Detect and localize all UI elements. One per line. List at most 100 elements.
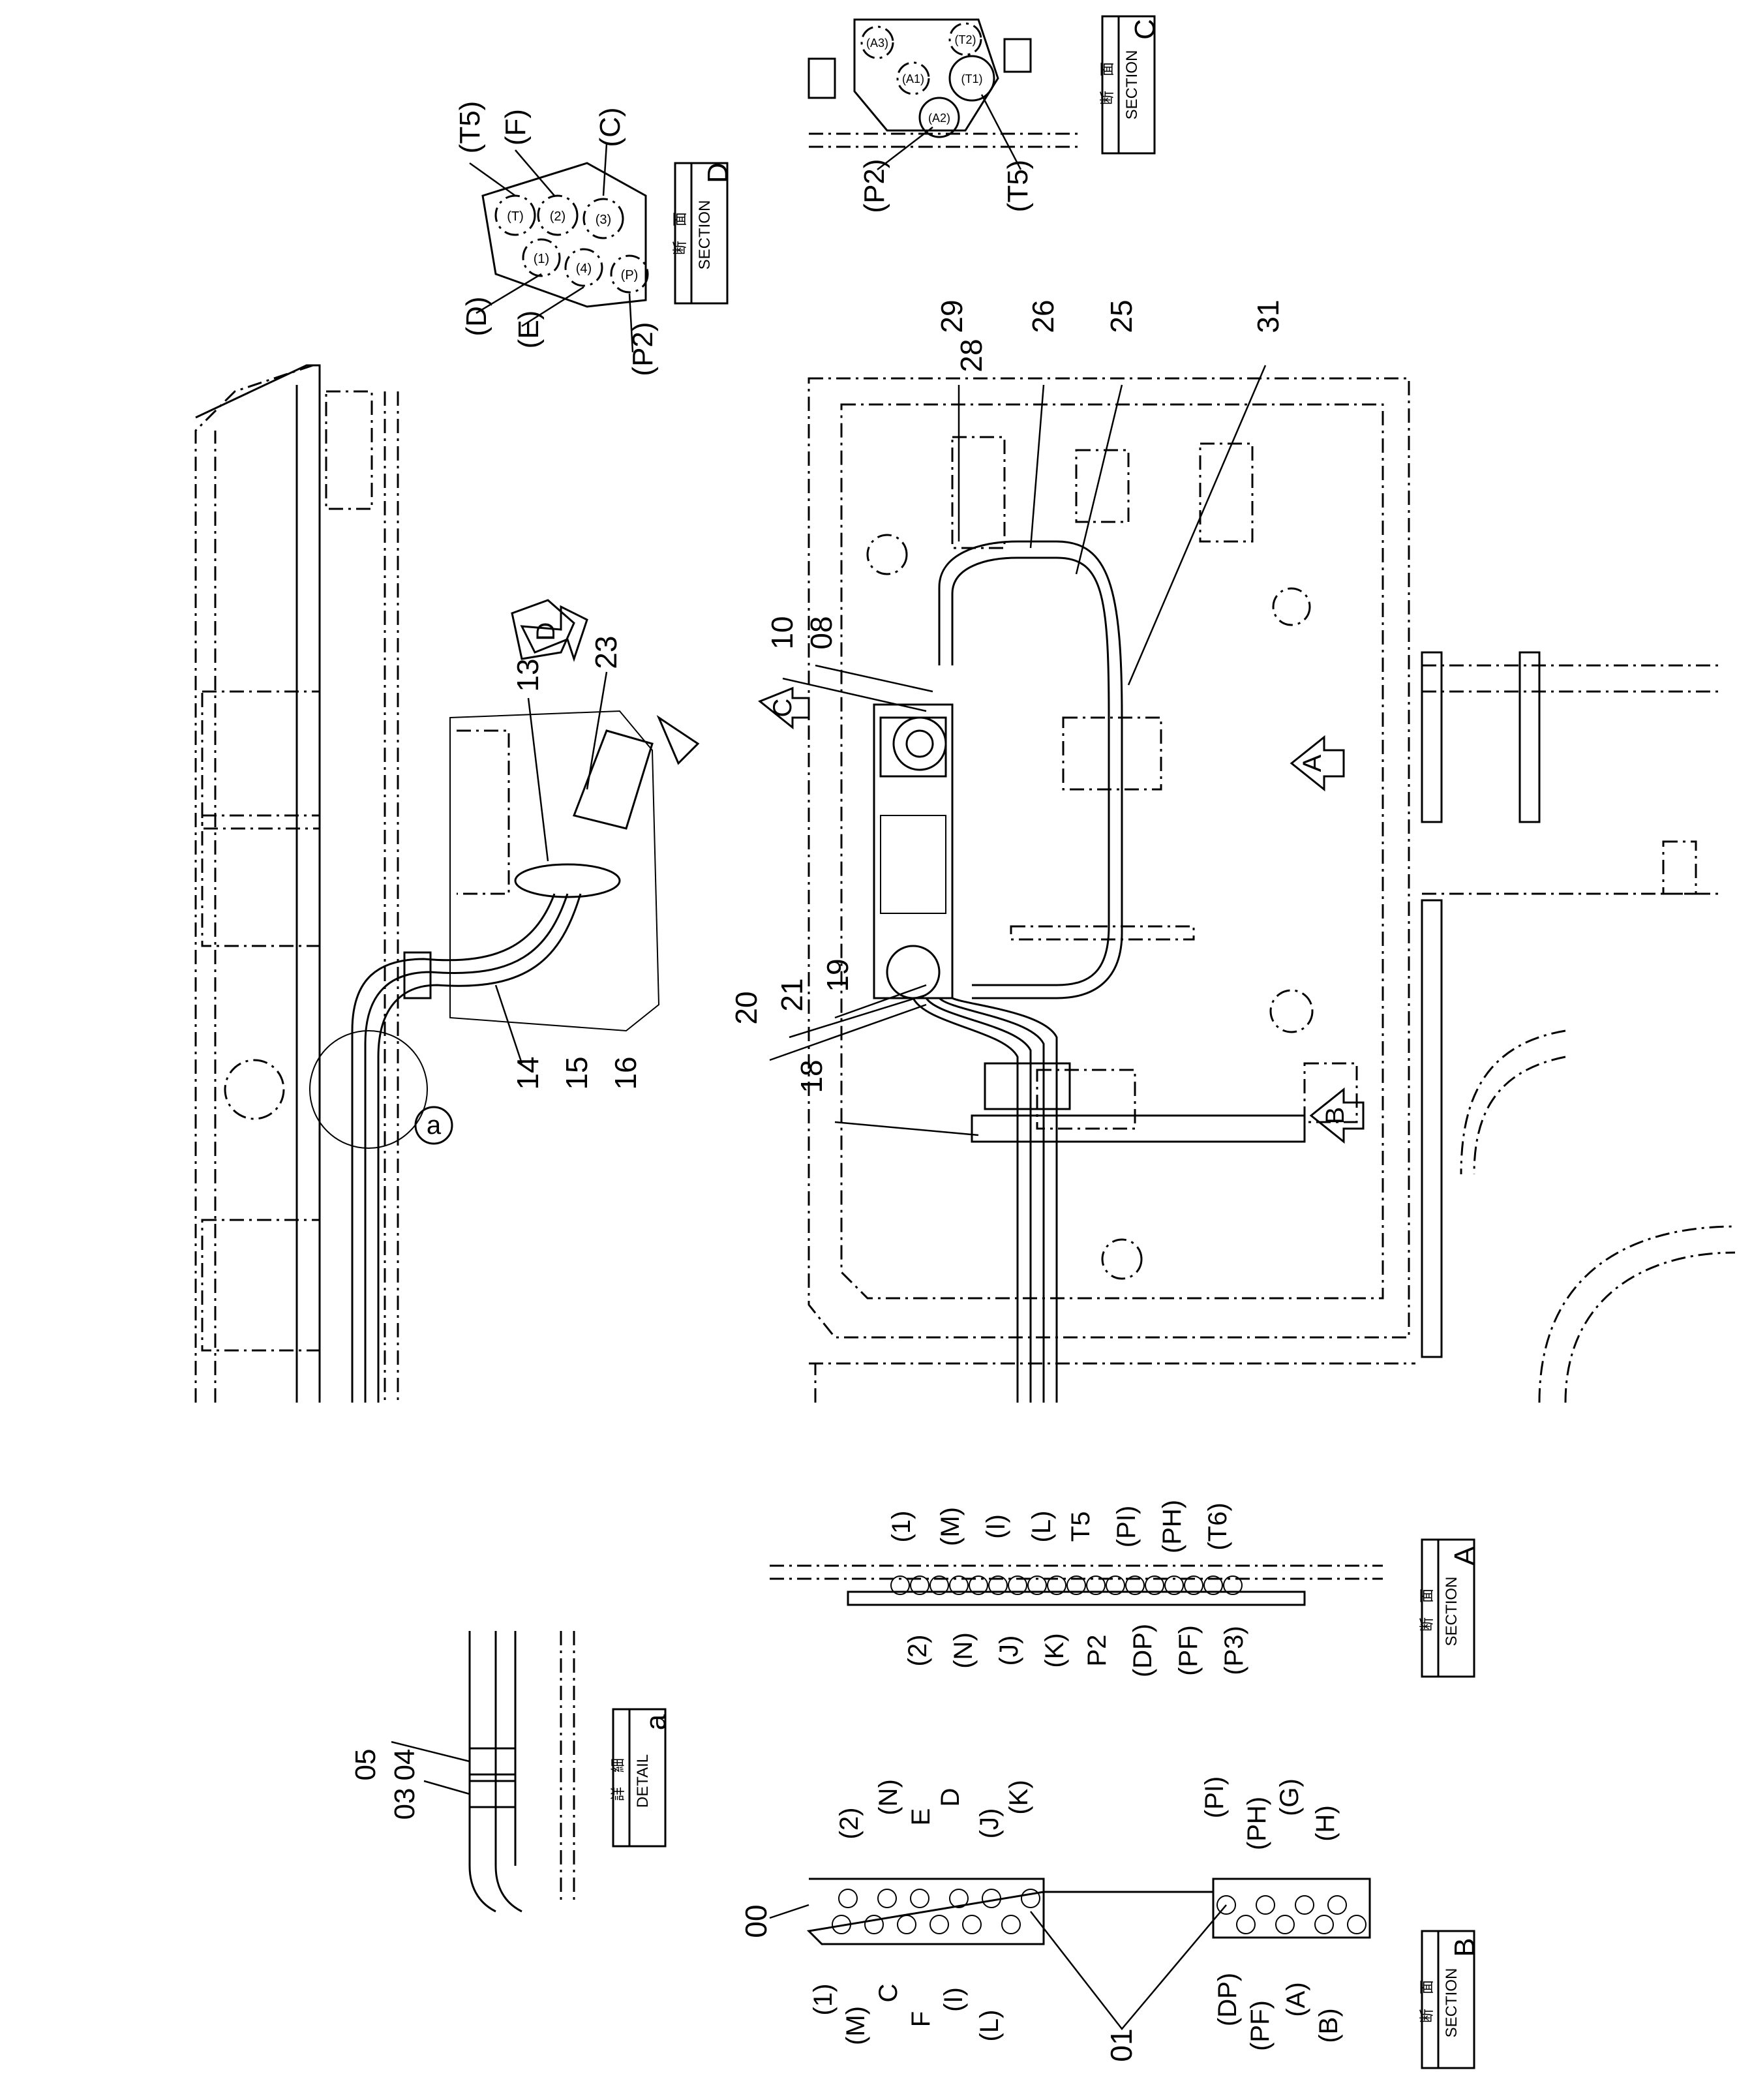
- items-14-15-16: 14 15 16: [511, 1056, 642, 1089]
- section-a-hose-row: [890, 1575, 1243, 1595]
- label-drawing-section_d-ports-5: (P): [621, 268, 639, 282]
- label-drawing-section_a-top_labels-2: (I): [982, 1514, 1010, 1539]
- label-drawing-section_b-bottom_labels-7: (PF): [1246, 2000, 1275, 2051]
- label-drawing-section_b-bottom_labels-9: (B): [1314, 2008, 1343, 2043]
- label-drawing-main_plan-view_arrows-2: B: [1321, 1107, 1350, 1125]
- label-drawing-main_plan-items-2: 26: [1026, 299, 1060, 333]
- label-drawing-section_b-bottom_labels-4: (I): [939, 1987, 968, 2012]
- label-drawing-section_b-item_bolts: 01: [1104, 2028, 1138, 2062]
- label-drawing-main_plan-items-3: 25: [1104, 299, 1138, 333]
- frame-side-view: a D 13 23 14 15 16: [194, 364, 700, 1403]
- detail-a-callout: a: [427, 1111, 442, 1140]
- label-drawing-section_b-top_labels-6: (PI): [1200, 1776, 1229, 1818]
- label-drawing-section_c-ports-0: (A3): [866, 37, 888, 50]
- section-b: (2) (N) E D (J) (K) (PI) (PH) (G) (H) (1…: [739, 1776, 1481, 2069]
- label-drawing-section_b-top_labels-5: (K): [1004, 1780, 1033, 1814]
- label-drawing-section_a-top_labels-5: (PI): [1112, 1506, 1141, 1547]
- view-arrow-a: A: [1290, 735, 1345, 792]
- label-drawing-section_c-ports-4: (A2): [928, 112, 950, 125]
- label-drawing-section_d-header_en: SECTION: [696, 200, 714, 270]
- label-drawing-detail_a-header_en: DETAIL: [634, 1754, 652, 1808]
- label-drawing-section_a-letter: A: [1449, 1546, 1481, 1566]
- label-drawing-section_b-bottom_labels-0: (1): [809, 1984, 838, 2016]
- label-drawing-section_d-bottom_callouts-0: (D): [461, 296, 492, 336]
- label-drawing-section_d-ports-2: (3): [596, 213, 611, 227]
- label-drawing-top_left_frame-items-1: 23: [589, 635, 623, 669]
- label-drawing-section_a-top_labels-6: (PH): [1158, 1500, 1186, 1553]
- label-drawing-main_plan-items-7: 19: [821, 958, 854, 992]
- label-drawing-main_plan-items-6: 08: [804, 616, 838, 649]
- label-drawing-section_d-header_jp: 断 面: [672, 212, 688, 255]
- label-drawing-section_b-bottom_labels-5: (L): [975, 2010, 1004, 2042]
- item-13: 13: [511, 658, 545, 692]
- label-drawing-section_c-ports-3: (T1): [961, 72, 983, 85]
- label-drawing-section_d-ports-0: (T): [507, 209, 524, 224]
- label-drawing-section_b-bottom_labels-2: C: [874, 1984, 903, 2003]
- label-drawing-section_c-letter: C: [1129, 19, 1161, 40]
- label-drawing-section_b-top_labels-1: (N): [874, 1779, 903, 1816]
- label-drawing-main_plan-items-5: 10: [765, 616, 799, 649]
- label-drawing-section_a-bottom_labels-4: P2: [1083, 1635, 1111, 1667]
- label-drawing-section_a-bottom_labels-3: (K): [1040, 1633, 1069, 1667]
- label-drawing-section_d-bottom_callouts-1: (E): [513, 311, 545, 349]
- label-drawing-section_b-item_block: 00: [739, 1904, 773, 1938]
- label-drawing-main_plan-items-10: 18: [794, 1059, 828, 1093]
- section-a: (1) (M) (I) (L) T5 (PI) (PH) (T6) (2) (N…: [770, 1500, 1481, 1678]
- label-drawing-section_a-top_labels-1: (M): [936, 1507, 965, 1546]
- label-drawing-section_a-header_jp: 断 面: [1419, 1589, 1435, 1632]
- label-drawing-section_a-top_labels-3: (L): [1027, 1511, 1056, 1543]
- label-drawing-section_d-top_callouts-0: (T5): [454, 101, 486, 154]
- label-drawing-section_b-top_labels-7: (PH): [1243, 1797, 1271, 1850]
- label-drawing-section_a-bottom_labels-2: (J): [995, 1636, 1023, 1666]
- label-drawing-top_left_frame-items-4: 16: [609, 1056, 642, 1089]
- label-drawing-section_a-bottom_labels-7: (P3): [1220, 1626, 1248, 1675]
- main-plan-view: 29 28 26 25 31 10 08 19 21 20 18 C A B: [729, 299, 1736, 1403]
- label-drawing-section_c-header_en: SECTION: [1123, 50, 1141, 120]
- label-drawing-section_b-bottom_labels-1: (M): [841, 2006, 870, 2045]
- view-arrow-d: D: [511, 599, 588, 662]
- label-drawing-section_d-ports-3: (1): [534, 252, 549, 266]
- label-drawing-main_plan-items-1: 28: [954, 339, 988, 372]
- label-drawing-section_b-bottom_labels-3: F: [907, 2011, 935, 2027]
- label-drawing-section_c-header_jp: 断 面: [1099, 62, 1115, 105]
- label-drawing-section_b-bottom_labels-6: (DP): [1213, 1973, 1242, 2026]
- label-drawing-section_d-bottom_callouts-2: (P2): [627, 322, 659, 376]
- label-drawing-section_b-header_en: SECTION: [1443, 1968, 1460, 2038]
- label-drawing-detail_a-items-1: 04: [389, 1749, 421, 1781]
- label-drawing-section_a-top_labels-4: T5: [1066, 1512, 1095, 1542]
- section-d: (T) (2) (3) (1) (4) (P) (T5) (F) (C) (D)…: [454, 101, 734, 376]
- label-drawing-top_left_frame-items-3: 15: [560, 1056, 594, 1089]
- view-arrow-c: C: [758, 686, 810, 730]
- label-drawing-main_plan-items-0: 29: [935, 299, 969, 333]
- label-drawing-section_b-top_labels-9: (H): [1311, 1805, 1340, 1842]
- label-drawing-top_left_frame-items-2: 14: [511, 1056, 545, 1089]
- item-23: 23: [589, 635, 623, 669]
- label-drawing-top_left_frame-view_arrow: D: [532, 622, 560, 641]
- label-drawing-section_a-bottom_labels-5: (DP): [1128, 1624, 1157, 1677]
- label-drawing-section_a-bottom_labels-0: (2): [903, 1635, 932, 1667]
- label-drawing-section_d-top_callouts-2: (C): [594, 107, 626, 147]
- label-drawing-main_plan-view_arrows-0: C: [768, 699, 797, 718]
- label-drawing-section_d-ports-4: (4): [576, 262, 592, 276]
- label-drawing-detail_a-letter: a: [640, 1714, 672, 1730]
- label-drawing-section_a-header_en: SECTION: [1443, 1577, 1460, 1647]
- label-drawing-section_c-callouts-1: (T5): [1002, 160, 1034, 213]
- label-drawing-section_a-bottom_labels-6: (PF): [1174, 1625, 1203, 1676]
- section-c: (A3) (T2) (A1) (T1) (A2) (P2) (T5) 断 面 S…: [808, 15, 1161, 213]
- label-drawing-top_left_frame-items-0: 13: [511, 658, 545, 692]
- label-drawing-section_b-top_labels-0: (2): [835, 1808, 864, 1840]
- label-drawing-section_b-top_labels-8: (G): [1275, 1778, 1304, 1816]
- label-drawing-detail_a-items-0: 05: [350, 1749, 382, 1781]
- label-drawing-main_plan-items-9: 20: [729, 991, 763, 1024]
- label-drawing-section_a-top_labels-7: (T6): [1203, 1502, 1232, 1550]
- label-drawing-detail_a-items-2: 03: [389, 1788, 421, 1820]
- label-drawing-main_plan-items-4: 31: [1251, 299, 1285, 333]
- label-drawing-detail_a-header_jp: 詳 細: [610, 1758, 626, 1801]
- label-drawing-section_d-ports-1: (2): [550, 209, 566, 224]
- label-drawing-section_b-letter: B: [1449, 1938, 1481, 1956]
- label-drawing-main_plan-items-8: 21: [775, 978, 809, 1011]
- label-drawing-section_b-bottom_labels-8: (A): [1282, 1982, 1310, 2016]
- label-drawing-section_c-callouts-0: (P2): [858, 159, 890, 213]
- label-drawing-section_c-ports-1: (T2): [955, 33, 976, 46]
